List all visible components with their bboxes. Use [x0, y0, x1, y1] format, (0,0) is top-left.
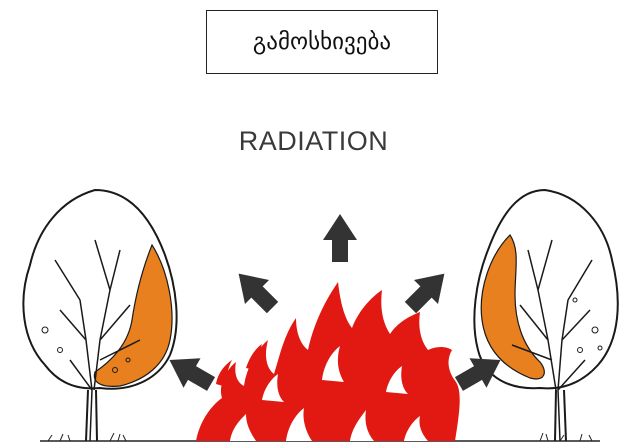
- arrow-up-right-icon: [398, 262, 456, 320]
- arrow-up-left-icon: [227, 262, 285, 320]
- right-tree-icon: [474, 190, 617, 441]
- left-tree-icon: [23, 190, 176, 441]
- arrow-up-icon: [323, 214, 357, 262]
